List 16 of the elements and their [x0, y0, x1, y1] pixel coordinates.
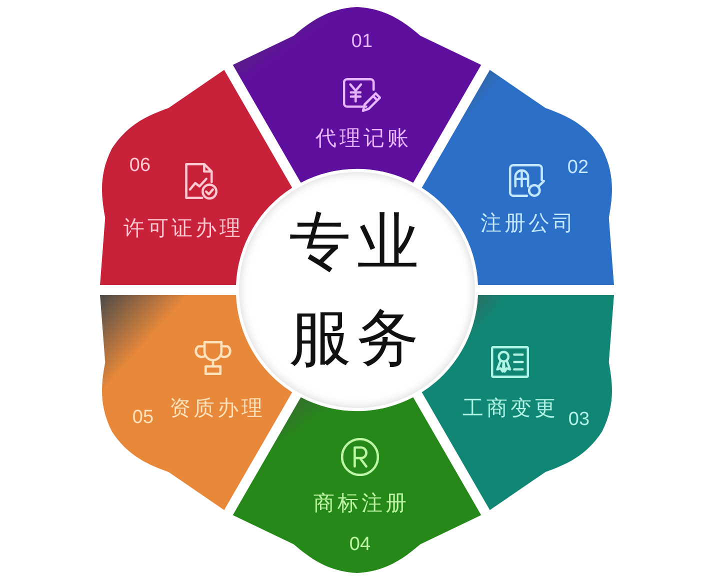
center-title: 专业服务 [288, 204, 426, 376]
segment-label: 商标注册 [312, 490, 410, 516]
segment-label: 注册公司 [480, 210, 576, 236]
ring-segment [232, 7, 482, 183]
segment-number: 01 [351, 31, 373, 53]
segment-number: 03 [568, 409, 590, 431]
ring-segment [421, 295, 614, 511]
segment-number: 04 [349, 534, 371, 556]
segment-label: 工商变更 [462, 395, 558, 421]
segment-number: 06 [129, 155, 151, 177]
ring-segment [421, 69, 614, 286]
segment-label: 资质办理 [168, 395, 266, 421]
segment-label: 许可证办理 [122, 215, 244, 241]
segment-number: 02 [567, 157, 589, 179]
segment-number: 05 [132, 407, 154, 429]
segment-label: 代理记账 [314, 125, 412, 151]
